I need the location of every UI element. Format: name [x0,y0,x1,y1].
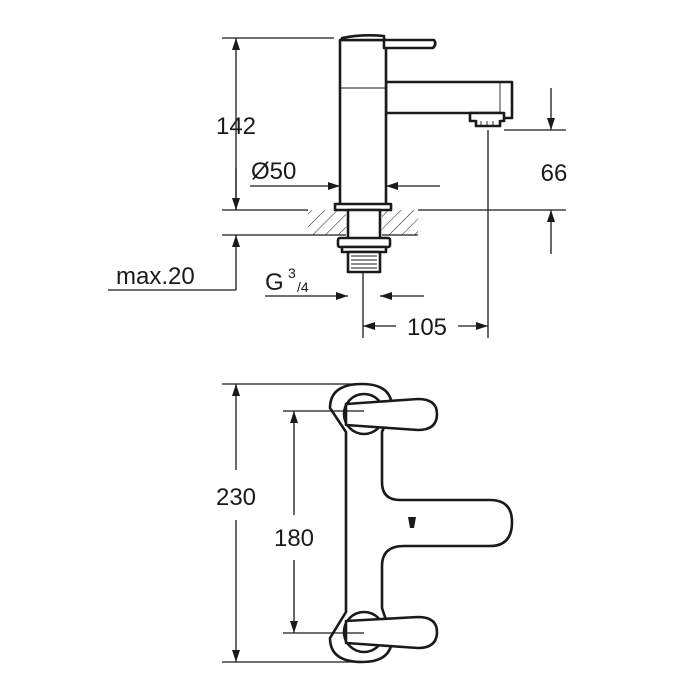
dim-centers-label: 180 [274,525,314,552]
dim-above-deck [418,88,566,254]
outlet-mark [408,517,416,528]
faucet-body [338,38,388,210]
mounting-deck [308,210,418,236]
dim-thread-sup: 3 [288,265,296,281]
dim-above-deck-label: 66 [541,160,568,187]
dim-width-total [222,383,362,663]
top-view: 230 180 [216,382,514,664]
dim-thread [265,292,424,300]
dim-centers [283,410,364,634]
lever-handle [340,34,437,50]
dim-width-total-label: 230 [216,484,256,511]
dim-height-total-label: 142 [216,113,256,140]
dim-diameter [250,182,440,190]
shank-assembly [336,208,392,274]
dim-diameter-label: Ø50 [251,158,296,185]
dim-thread-sub: /4 [297,279,309,295]
bottom-handle [342,610,439,654]
dim-max-thickness-label: max.20 [116,263,195,290]
dim-projection-label: 105 [407,314,447,341]
side-view: 142 Ø50 66 max.20 [108,34,568,341]
top-handle [342,392,439,436]
aerator [468,111,506,128]
dim-projection [362,130,489,338]
dim-max-thickness [108,168,308,291]
dim-thread-label: G [265,269,284,296]
top-body-outline [328,382,514,664]
